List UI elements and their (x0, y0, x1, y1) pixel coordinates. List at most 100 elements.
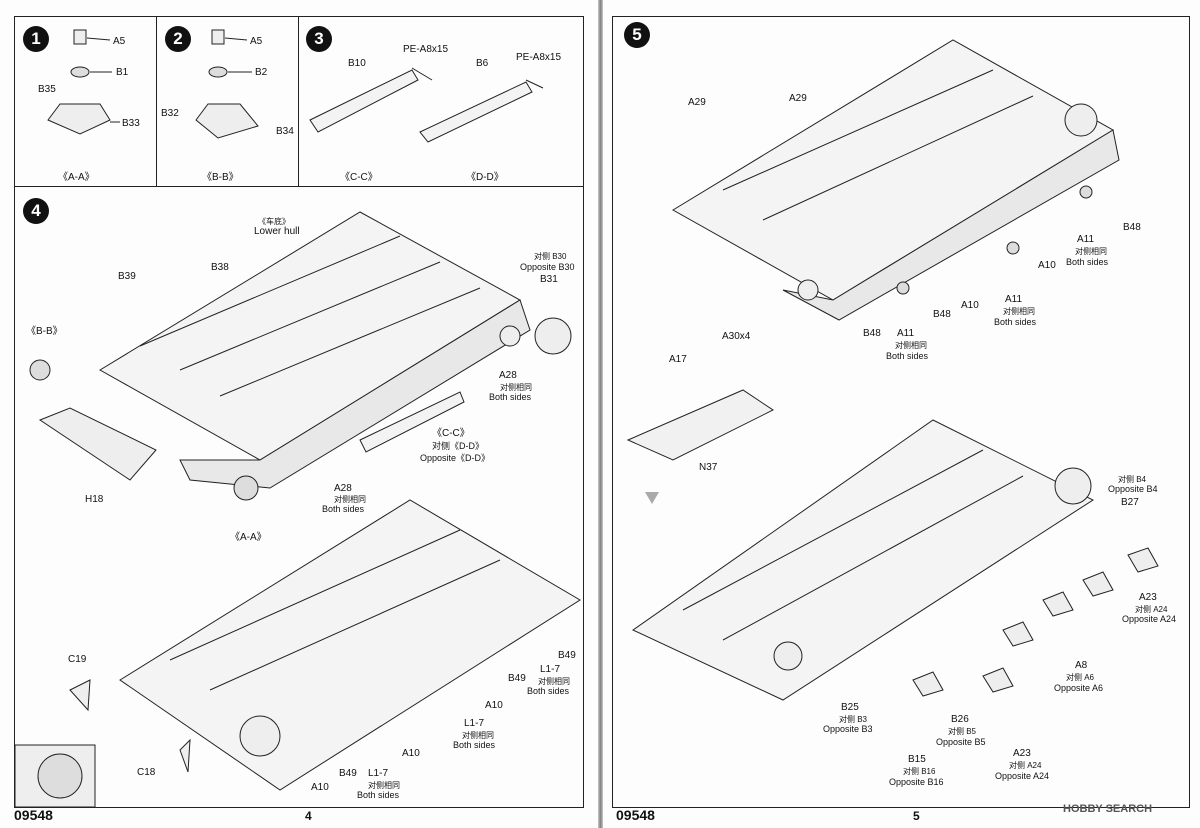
part-label: A10 (402, 748, 420, 759)
part-label: 对侧 B5 (948, 727, 977, 736)
part-label: 对侧 A24 (1009, 761, 1042, 770)
part-label: L1-7 (464, 718, 485, 729)
page-gutter (598, 0, 603, 828)
part-label: A10 (961, 300, 979, 311)
part-label: Both sides (489, 392, 532, 402)
part-label: B1 (116, 67, 129, 78)
part-label: B34 (276, 126, 294, 137)
page-number: 5 (913, 809, 920, 823)
watermark: HOBBY SEARCH (1063, 803, 1153, 815)
part-label: A11 (1077, 234, 1095, 245)
part-label: Opposite B4 (1108, 484, 1158, 494)
part-label: 对侧相同 (1003, 307, 1035, 316)
part-label: PE-A8x15 (403, 44, 449, 55)
part-label: A29 (789, 93, 807, 104)
part-label: 对侧 A24 (1135, 605, 1168, 614)
part-label: 《C-C》 (432, 428, 470, 439)
part-label: A17 (669, 354, 687, 365)
product-code: 09548 (616, 807, 655, 823)
part-label: Opposite B5 (936, 737, 986, 747)
step3-number: 3 (306, 26, 332, 52)
part-label: A5 (250, 36, 263, 47)
view-caption: 《C-C》 (340, 172, 378, 183)
part-label: 对侧 B3 (839, 715, 868, 724)
view-caption: 《B-B》 (202, 172, 239, 183)
part-label: Both sides (886, 351, 929, 361)
right-page: 5 A29 A29 B48 A11 对侧相同 Both sides A10 A1… (603, 0, 1200, 828)
part-label: 对侧相同 (334, 495, 366, 504)
part-label: H18 (85, 494, 104, 505)
step4-frame (14, 186, 584, 808)
part-label: Both sides (1066, 257, 1109, 267)
page-number: 4 (305, 809, 312, 823)
part-label: A10 (311, 782, 329, 793)
part-label: A11 (1005, 294, 1023, 305)
part-label: 对侧 B30 (534, 252, 567, 261)
part-label: A10 (485, 700, 503, 711)
part-label: 对侧《D-D》 (432, 441, 484, 451)
part-label: Opposite B3 (823, 724, 873, 734)
part-label: B10 (348, 58, 366, 69)
part-label: 对侧 B4 (1118, 475, 1147, 484)
part-label: A10 (1038, 260, 1056, 271)
part-label: C18 (137, 767, 156, 778)
part-label: Opposite《D-D》 (420, 453, 491, 463)
part-label: 对侧相同 (895, 341, 927, 350)
part-label: B49 (508, 673, 526, 684)
step1-number: 1 (23, 26, 49, 52)
lower-hull-cn-label: 《车底》 (258, 217, 290, 226)
part-label: 对侧 B16 (903, 767, 936, 776)
part-label: A28 (499, 370, 517, 381)
part-label: B6 (476, 58, 489, 69)
left-page: 1 2 3 4 A5 B1 B35 B33 《A-A》 A5 B2 B32 B3… (0, 0, 598, 828)
step5-frame (612, 16, 1190, 808)
part-label: Both sides (453, 740, 496, 750)
part-label: Opposite A24 (995, 771, 1050, 781)
part-label: B15 (908, 754, 926, 765)
part-label: A30x4 (722, 331, 751, 342)
product-code: 09548 (14, 807, 53, 823)
part-label: 对侧 A6 (1066, 673, 1095, 682)
part-label: L1-7 (540, 664, 561, 675)
part-label: A5 (113, 36, 126, 47)
part-label: A23 (1013, 748, 1031, 759)
part-label: B27 (1121, 497, 1139, 508)
part-label: B48 (1123, 222, 1141, 233)
part-label: Opposite B30 (520, 262, 575, 272)
part-label: Both sides (322, 504, 365, 514)
part-label: N37 (699, 462, 718, 473)
part-label: 对侧相同 (538, 677, 570, 686)
left-drawings (14, 29, 581, 808)
part-label: Both sides (527, 686, 570, 696)
view-caption: 《A-A》 (58, 172, 95, 183)
part-label: B38 (211, 262, 229, 273)
part-label: 对侧相同 (1075, 247, 1107, 256)
part-label: 对侧相同 (368, 781, 400, 790)
part-label: A23 (1139, 592, 1157, 603)
part-label: B31 (540, 274, 558, 285)
right-drawings (626, 39, 1159, 701)
step4-number: 4 (23, 198, 49, 224)
part-label: B2 (255, 67, 268, 78)
part-label: C19 (68, 654, 87, 665)
part-label: 对侧相同 (500, 383, 532, 392)
part-label: Opposite A6 (1054, 683, 1104, 693)
view-caption: 《B-B》 (26, 326, 63, 337)
view-caption: 《D-D》 (466, 172, 504, 183)
part-label: B49 (339, 768, 357, 779)
part-label: B49 (558, 650, 576, 661)
view-caption: 《A-A》 (230, 532, 267, 543)
lower-hull-label: Lower hull (254, 226, 300, 237)
part-label: A28 (334, 483, 352, 494)
part-label: B35 (38, 84, 56, 95)
part-label: L1-7 (368, 768, 389, 779)
part-label: Both sides (994, 317, 1037, 327)
part-label: 对侧相同 (462, 731, 494, 740)
part-label: Both sides (357, 790, 400, 800)
part-label: Opposite B16 (889, 777, 944, 787)
part-label: B25 (841, 702, 859, 713)
part-label: B48 (933, 309, 951, 320)
part-label: A29 (688, 97, 706, 108)
part-label: B39 (118, 271, 136, 282)
part-label: A11 (897, 328, 915, 339)
